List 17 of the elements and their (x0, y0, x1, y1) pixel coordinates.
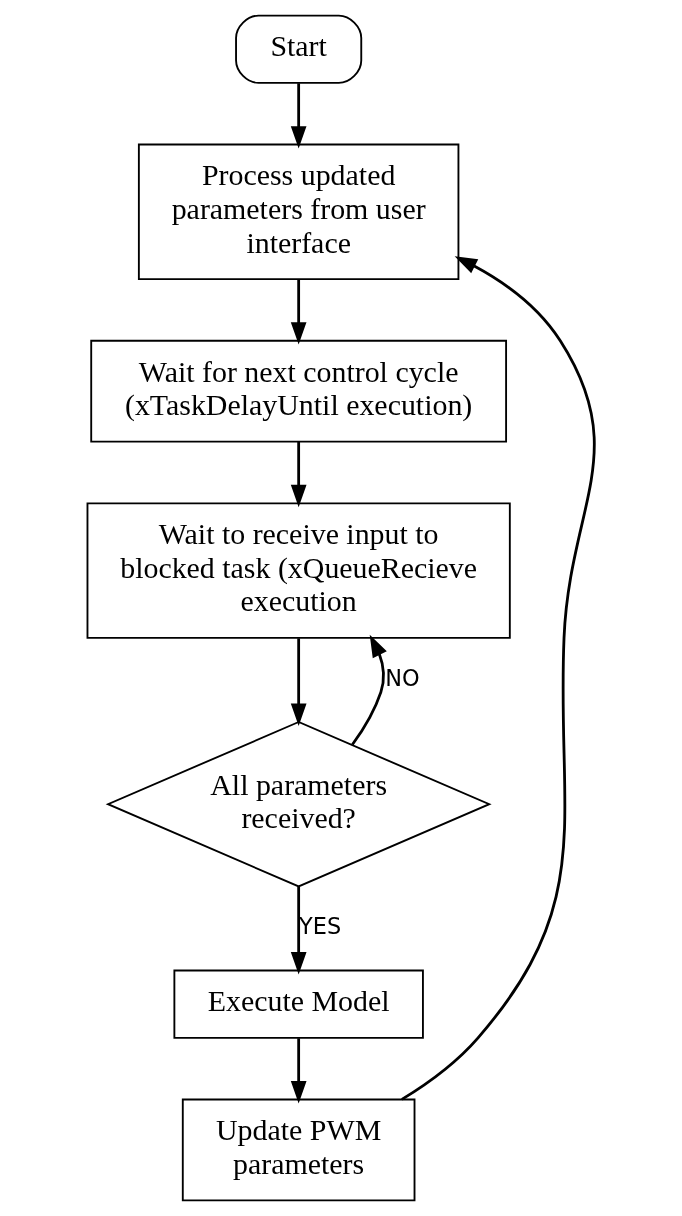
node-box: Process updated parameters from user interface (137, 143, 460, 281)
arrow (351, 634, 387, 746)
node-box: Execute Model (173, 969, 424, 1039)
arrow (290, 442, 307, 508)
arrow (290, 279, 307, 345)
node-diamond: All parameters received? (105, 721, 492, 888)
edge-label: YES (299, 913, 342, 940)
arrow (290, 1038, 307, 1104)
arrow (290, 638, 307, 726)
node-box: Wait to receive input to blocked task (xQueueRecieve execution (86, 502, 511, 639)
arrow (290, 886, 307, 975)
node-box: Wait for next control cycle (xTaskDelayUntil execution) (90, 339, 508, 443)
node-box: Start (235, 14, 363, 84)
node-box: Update PWM parameters (181, 1098, 416, 1202)
arrow (401, 256, 596, 1101)
edge-label: NO (385, 664, 420, 691)
arrow (290, 83, 307, 149)
